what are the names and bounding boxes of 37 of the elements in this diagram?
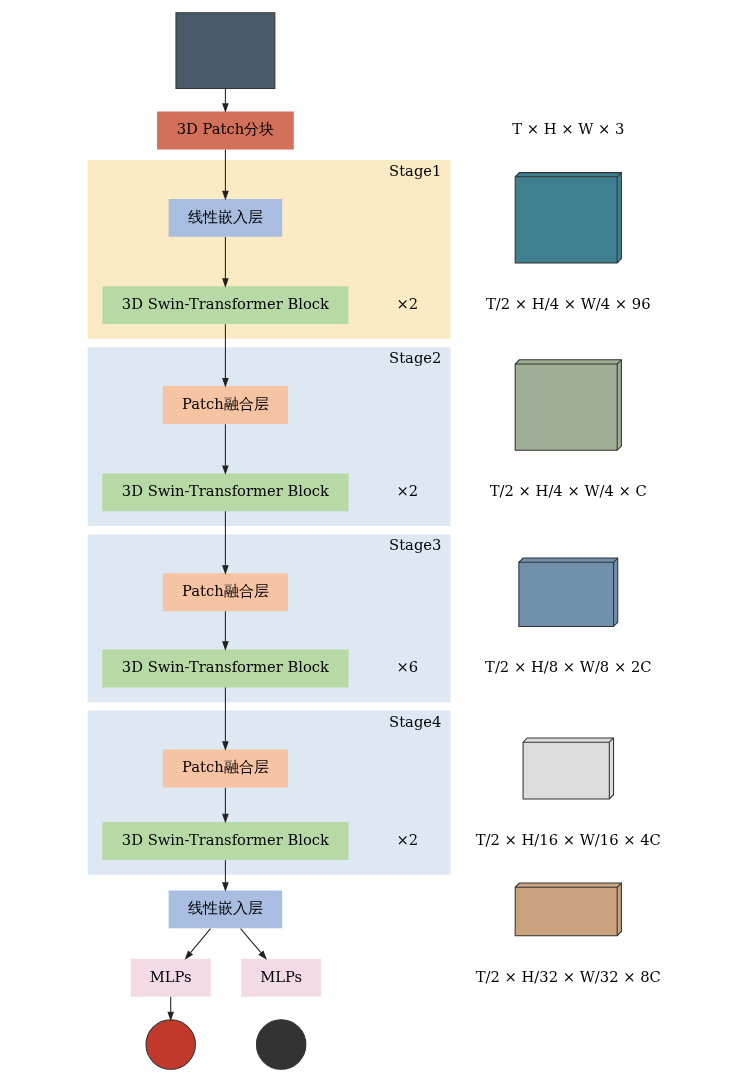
node-box: Patch融合层 [162,573,288,612]
node-box: MLPs [241,958,322,997]
label: T/2 × H/32 × W/32 × 8C [475,967,661,985]
node-label: ×2 [396,830,419,848]
arrow [222,423,229,475]
arrow [222,323,229,388]
label: T/2 × H/4 × W/4 × 96 [486,295,651,313]
arrow [222,859,229,892]
node-circle [255,1019,307,1070]
label: T/2 × H/16 × W/16 × 4C [475,830,661,848]
node-label: ×6 [396,658,419,676]
node-box: Patch融合层 [162,386,288,424]
arrow [222,610,229,651]
node-circle [145,1019,196,1070]
node-label: ×2 [396,295,419,313]
label: T × H × W × 3 [512,120,625,138]
arrow [222,687,229,751]
node-box: 3D Swin-Transformer Block [102,473,349,512]
node-box: 线性嵌入层 [168,198,283,237]
arrow [222,236,229,288]
arrow [184,928,211,960]
node-box: Patch融合层 [162,749,288,788]
label: T/2 × H/4 × W/4 × C [489,482,647,500]
node-box: MLPs [130,958,211,997]
label: T/2 × H/8 × W/8 × 2C [485,658,652,676]
arrow [222,149,229,201]
arrow [222,787,229,824]
arrow [240,928,267,960]
node-box: 3D Swin-Transformer Block [102,822,349,860]
node-box: 3D Swin-Transformer Block [102,286,349,325]
arrow [222,510,229,575]
node-box: 线性嵌入层 [168,890,283,929]
node-box [175,12,276,89]
arrow [167,996,175,1022]
node-box: 3D Swin-Transformer Block [102,649,349,688]
node-label: ×2 [396,482,419,500]
node-box: 3D Patch分块 [157,111,294,150]
